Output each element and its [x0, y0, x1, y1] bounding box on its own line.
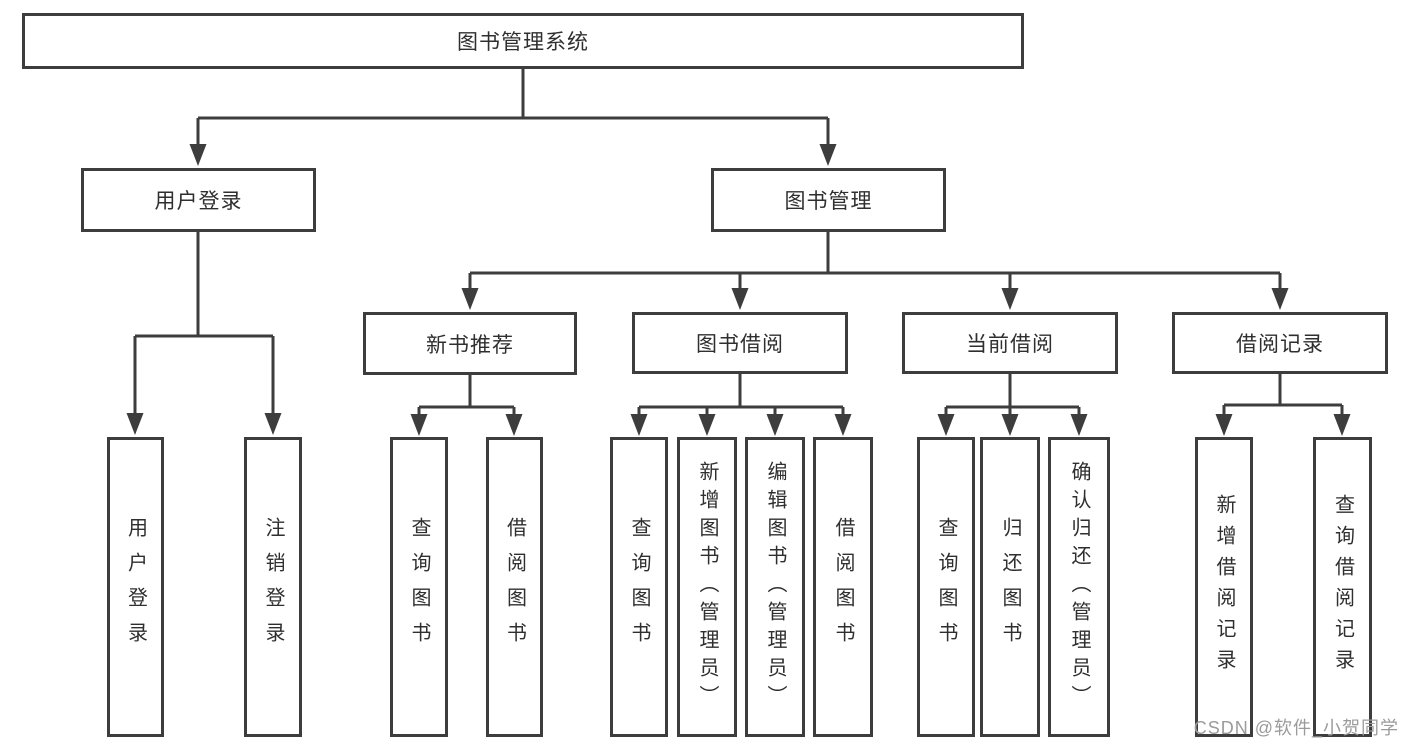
node-root-system: 图书管理系统: [22, 13, 1024, 69]
leaf-query-books-3: 查询图书: [917, 437, 975, 737]
leaf-logout: 注销登录: [244, 437, 302, 737]
node-user-login: 用户登录: [81, 168, 316, 232]
node-current-borrowing: 当前借阅: [902, 312, 1118, 374]
leaf-borrow-books-1: 借阅图书: [486, 437, 543, 737]
leaf-query-borrow-record: 查询借阅记录: [1313, 437, 1372, 737]
arrowhead: [834, 414, 852, 436]
leaf-confirm-return-admin: 确认归还（管理员）: [1048, 437, 1110, 737]
arrowhead: [937, 414, 955, 436]
arrowhead: [461, 288, 479, 310]
leaf-edit-book-admin: 编辑图书（管理员）: [745, 437, 805, 737]
leaf-add-book-admin: 新增图书（管理员）: [677, 437, 737, 737]
node-book-management: 图书管理: [711, 168, 946, 232]
leaf-user-login: 用户登录: [107, 437, 164, 737]
edge-root-to-level2: [196, 69, 830, 144]
edge-bookborrow-to-children: [637, 374, 845, 414]
edge-borrowrecords-to-children: [1222, 374, 1344, 414]
node-book-borrowing: 图书借阅: [632, 312, 848, 374]
arrowhead: [1215, 414, 1233, 436]
node-borrowing-records: 借阅记录: [1172, 312, 1388, 374]
arrowhead: [1001, 414, 1019, 436]
arrowhead: [698, 414, 716, 436]
edge-currentborrow-to-children: [944, 374, 1081, 414]
arrowhead: [819, 144, 837, 166]
arrowhead: [766, 414, 784, 436]
arrowhead: [630, 414, 648, 436]
leaf-add-borrow-record: 新增借阅记录: [1195, 437, 1253, 737]
arrowhead: [410, 414, 428, 436]
leaf-return-book: 归还图书: [980, 437, 1040, 737]
arrowhead: [1271, 288, 1289, 310]
arrowhead: [1070, 414, 1088, 436]
leaf-query-books-1: 查询图书: [390, 437, 448, 737]
csdn-watermark: CSDN @软件_小贺同学: [1193, 718, 1399, 738]
arrowhead: [264, 413, 282, 435]
arrowhead: [505, 414, 523, 436]
arrowhead: [126, 413, 144, 435]
arrowhead: [189, 144, 207, 166]
leaf-borrow-books-2: 借阅图书: [813, 437, 873, 737]
edge-bookmgmt-to-level3: [468, 232, 1282, 288]
arrowhead: [1333, 414, 1351, 436]
arrowhead: [1001, 288, 1019, 310]
leaf-query-books-2: 查询图书: [610, 437, 668, 737]
node-new-book-recommendation: 新书推荐: [363, 312, 577, 375]
edge-newbookrec-to-children: [417, 375, 516, 414]
edge-userlogin-to-children: [133, 232, 275, 413]
arrowhead: [731, 288, 749, 310]
